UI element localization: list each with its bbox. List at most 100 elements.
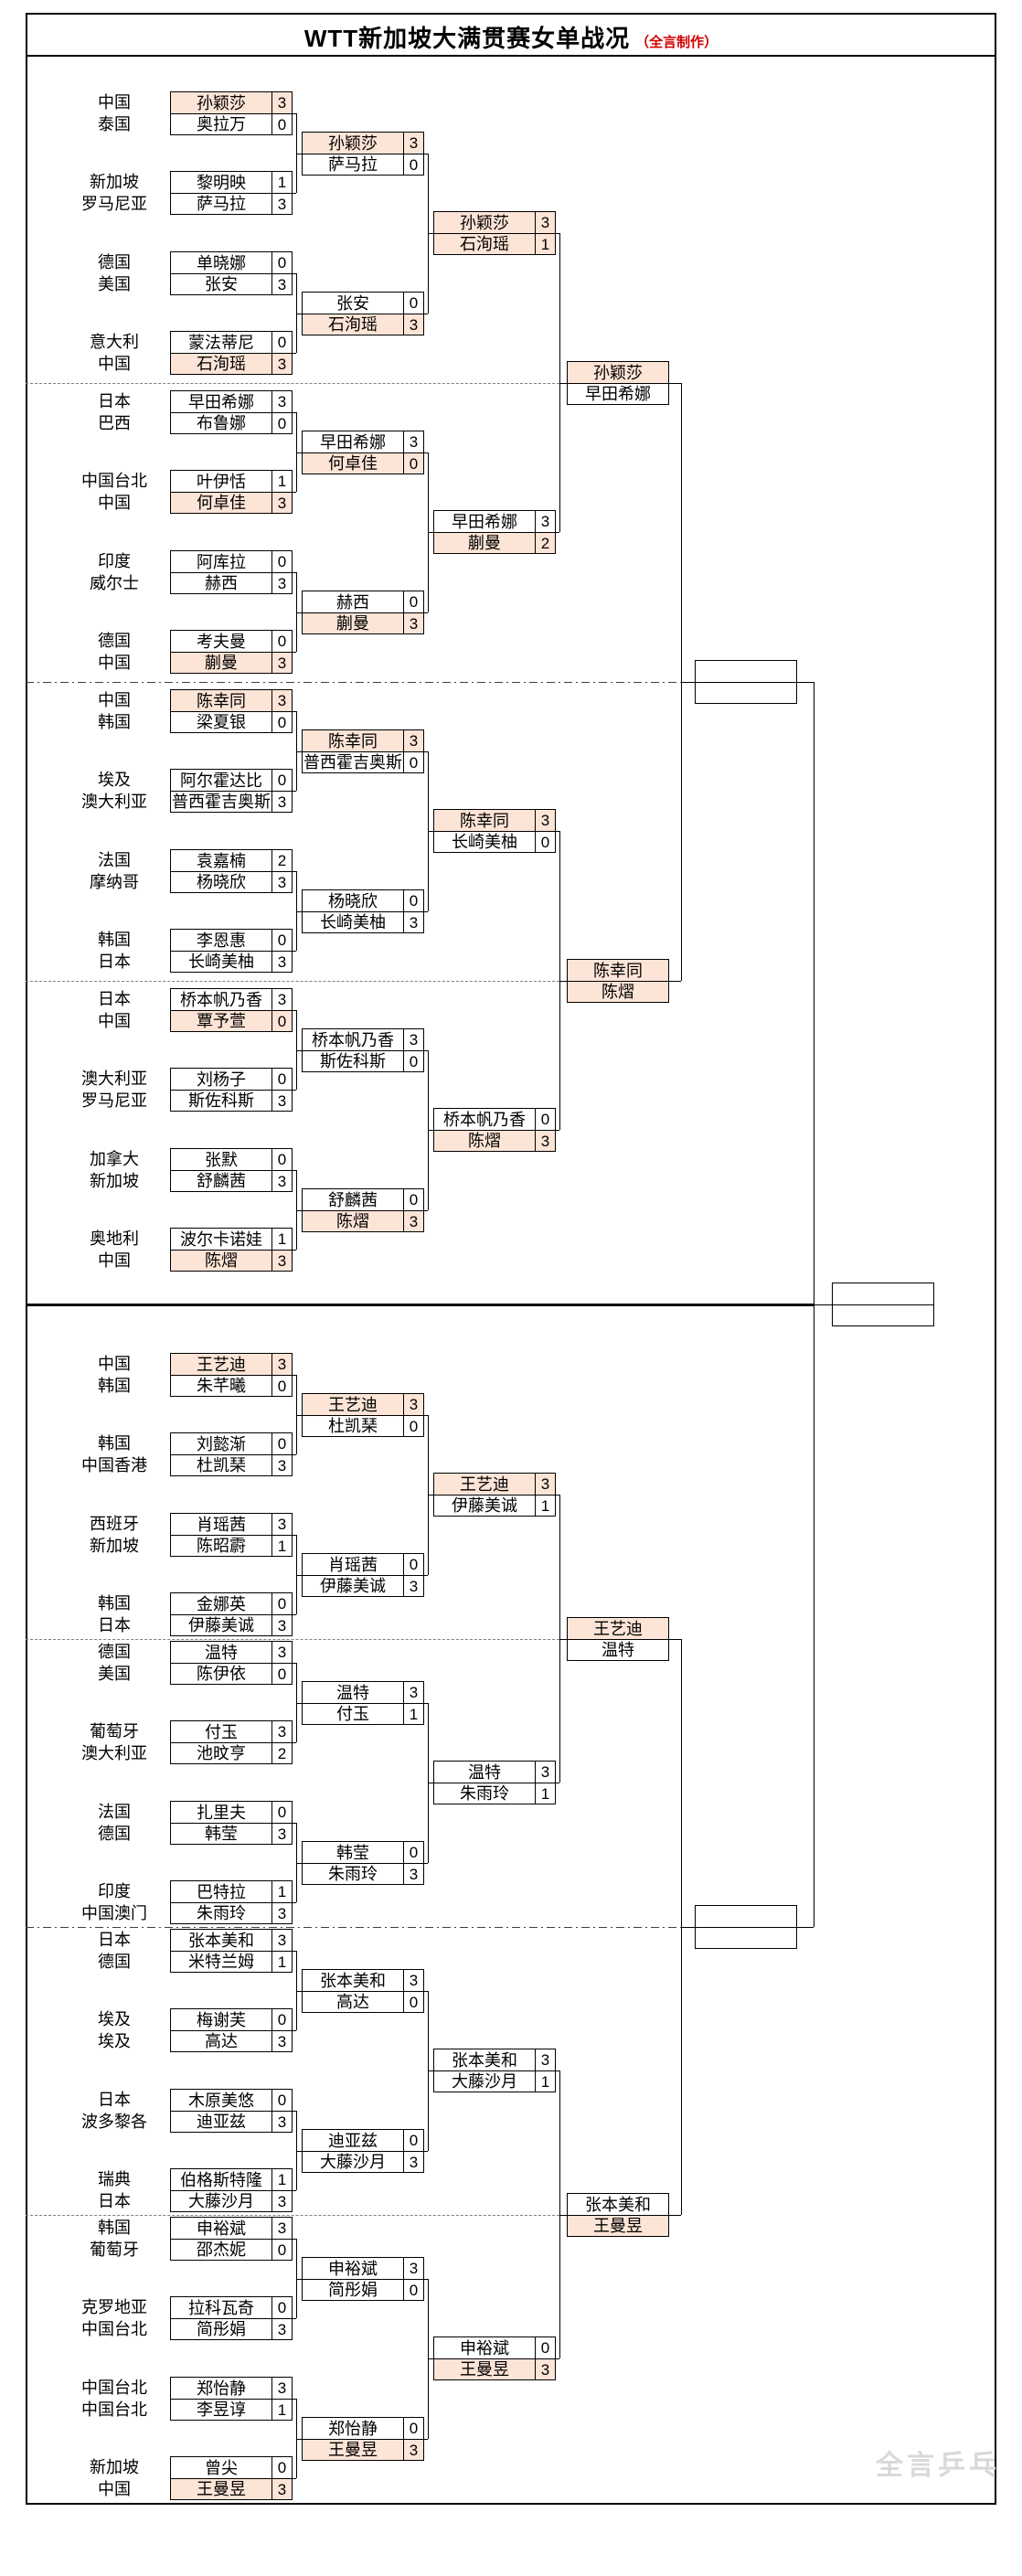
player-score: 0 <box>271 252 292 273</box>
country-label: 韩国 <box>98 931 131 949</box>
country-label: 埃及 <box>98 771 131 789</box>
country-label: 澳大利亚 <box>81 1744 147 1762</box>
player-score: 0 <box>271 2457 292 2478</box>
section-separator <box>26 2215 559 2216</box>
connector-line <box>556 2070 559 2071</box>
player-name: 何卓佳 <box>303 452 403 474</box>
player-name: 池旼亨 <box>171 1742 271 1763</box>
country-label: 中国 <box>98 1355 131 1373</box>
connector-line <box>296 2399 297 2478</box>
player-score: 1 <box>535 2070 555 2092</box>
connector-line <box>296 572 297 652</box>
country-label: 日本 <box>98 392 131 410</box>
connector-line <box>296 911 302 912</box>
country-label: 德国 <box>98 1953 131 1971</box>
country-label: 德国 <box>98 1825 131 1843</box>
player-score: 3 <box>271 92 292 113</box>
player-name: 拉科瓦奇 <box>188 2298 254 2317</box>
connector-line <box>428 1495 433 1496</box>
connector-line <box>293 492 296 493</box>
connector-line <box>424 1210 428 1211</box>
country-label: 埃及 <box>98 2032 131 2050</box>
player-name: 伊藤美诚 <box>434 1495 535 1516</box>
player-score: 0 <box>271 412 292 433</box>
player-score: 3 <box>403 1682 423 1703</box>
connector-line <box>428 233 433 234</box>
title-bar: WTT新加坡大满贯赛女单战况（全言制作） <box>0 20 1022 54</box>
connector-line <box>293 1010 296 1011</box>
watermark: 全言乒乓 <box>876 2451 1000 2481</box>
country-label: 葡萄牙 <box>90 2241 139 2259</box>
connector-line <box>296 1535 297 1614</box>
connector-line <box>559 1495 560 1783</box>
player-name: 温特 <box>336 1683 369 1702</box>
country-label: 日本 <box>98 1931 131 1949</box>
player-score: 3 <box>535 1762 555 1783</box>
player-name: 阿库拉 <box>197 552 246 571</box>
country-label: 中国 <box>98 494 131 512</box>
player-name: 张安 <box>171 273 271 294</box>
player-score: 3 <box>271 1170 292 1191</box>
country-label: 日本 <box>98 1616 131 1634</box>
player-name: 张本美和 <box>320 1971 386 1990</box>
player-name: 长崎美柚 <box>171 951 271 972</box>
player-name: 王艺迪 <box>303 1394 403 1415</box>
player-name: 长崎美柚 <box>303 911 403 932</box>
player-name: 巴特拉 <box>197 1882 246 1901</box>
player-name: 李昱谆 <box>171 2399 271 2420</box>
player-name: 长崎美柚 <box>434 831 535 852</box>
connector-line <box>293 2030 296 2031</box>
connector-line <box>296 1050 302 1051</box>
player-score: 0 <box>271 1802 292 1823</box>
connector-line <box>296 871 297 951</box>
player-name: 邵杰妮 <box>171 2239 271 2260</box>
player-name: 韩莹 <box>336 1843 369 1862</box>
player-name: 石洵瑶 <box>303 314 403 335</box>
player-name: 张安 <box>336 293 369 313</box>
player-name: 朱雨玲 <box>434 1783 535 1804</box>
connector-line <box>556 831 559 832</box>
connector-line <box>428 2358 433 2359</box>
player-score: 1 <box>271 1951 292 1972</box>
connector-line <box>428 2070 433 2071</box>
player-score: 3 <box>271 1902 292 1923</box>
player-name: 付玉 <box>205 1722 238 1741</box>
player-score: 3 <box>535 511 555 532</box>
player-name: 早田希娜 <box>188 392 254 411</box>
player-name: 覃予萱 <box>171 1010 271 1031</box>
player-name: 斯佐科斯 <box>303 1050 403 1071</box>
connector-line <box>293 1090 296 1091</box>
connector-line <box>293 711 296 712</box>
section-separator <box>26 981 559 982</box>
connector-line <box>296 2111 297 2190</box>
player-score: 1 <box>535 233 555 254</box>
title-divider <box>26 55 996 57</box>
connector-line <box>293 1823 296 1824</box>
country-label: 日本 <box>98 953 131 971</box>
connector-line <box>293 1951 296 1952</box>
country-label: 新加坡 <box>90 2458 139 2476</box>
connector-line <box>428 831 433 832</box>
player-name: 付玉 <box>303 1703 403 1724</box>
player-score: 1 <box>535 1783 555 1804</box>
player-name: 斯佐科斯 <box>171 1090 271 1111</box>
country-label: 印度 <box>98 1882 131 1900</box>
player-score: 0 <box>403 591 423 612</box>
player-name: 简彤娟 <box>303 2279 403 2300</box>
player-name: 王曼昱 <box>568 2215 668 2236</box>
